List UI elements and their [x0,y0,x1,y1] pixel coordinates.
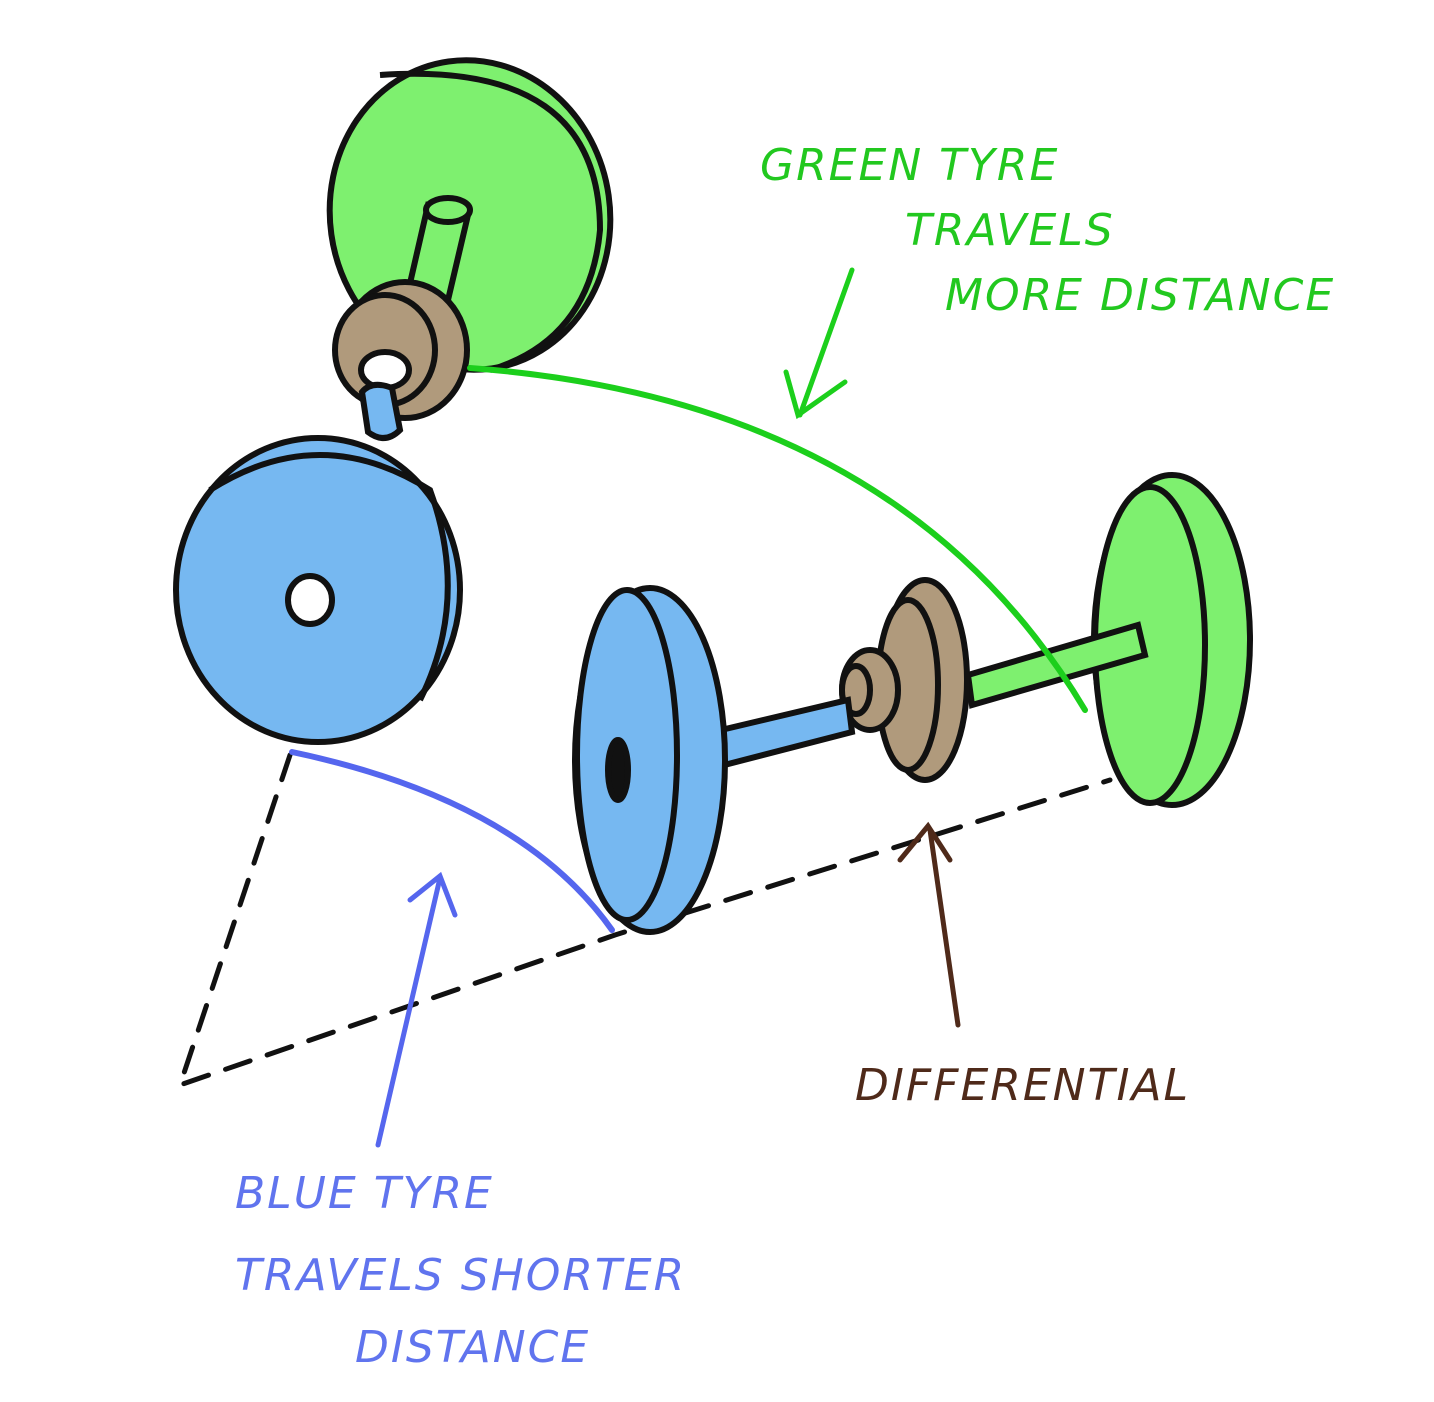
blue-tyre-travel-path [289,749,615,933]
blue-annotation-line1: BLUE TYRE [235,1168,494,1219]
blue-annotation-line3: DISTANCE [355,1322,590,1373]
blue-annotation: BLUE TYRE TRAVELS SHORTER DISTANCE [235,1168,686,1373]
blue-arrow-head [407,871,458,918]
green-arrow-head [783,369,848,420]
green-axle-front-end [423,195,473,225]
blue-arrow [375,871,458,1148]
green-arrow [783,267,855,420]
blue-axle-front [358,381,404,441]
blue-tyre-rear [572,585,728,935]
green-axle-front [404,195,473,304]
blue-tyre-front-rim [208,452,451,702]
blue-axle-front-shaft [358,381,404,441]
differential-front [332,279,470,421]
blue-tyre-front-hub [285,573,335,627]
blue-arrow-shaft [375,875,443,1148]
green-annotation-line1: GREEN TYRE [760,140,1059,191]
differential-annotation-label: DIFFERENTIAL [855,1060,1190,1111]
differential-arrow [897,821,961,1028]
ground-dashed-outline [176,752,1113,1090]
green-tyre-rear [1091,472,1253,808]
differential-arrow-shaft [927,827,961,1028]
green-arrow-shaft [797,267,855,418]
green-annotation-line2: TRAVELS [905,205,1115,256]
differential-front-hole [358,349,412,391]
differential-arrow-head [897,821,953,863]
differential-annotation: DIFFERENTIAL [855,1060,1190,1111]
blue-tyre-front [173,435,463,745]
blue-tyre-rear-hub [605,737,631,803]
green-annotation-line3: MORE DISTANCE [945,270,1335,321]
blue-annotation-line2: TRAVELS SHORTER [235,1250,686,1301]
green-tyre-travel-path [467,365,1088,713]
dashed-path [176,752,1113,1090]
differential-rear [839,577,970,783]
green-annotation: GREEN TYRE TRAVELS MORE DISTANCE [760,140,1335,321]
green-tyre-front-rim [379,70,603,373]
